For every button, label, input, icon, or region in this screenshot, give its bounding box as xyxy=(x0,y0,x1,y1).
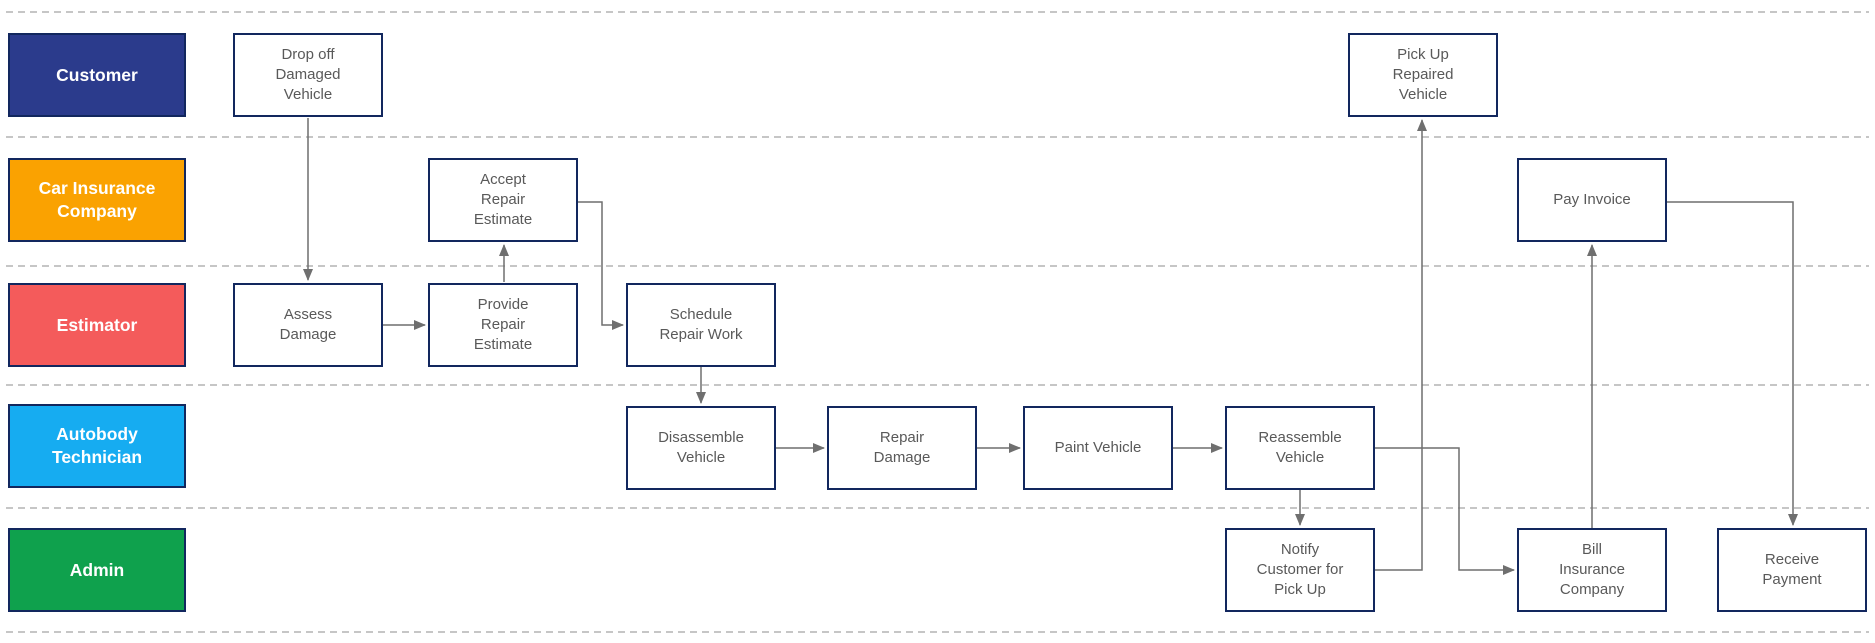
edge-pay-invoice-to-receive-payment xyxy=(1667,201,1798,526)
lane-label-autobody-technician-text: Autobody Technician xyxy=(51,424,143,467)
node-pick-up-repaired-vehicle: Pick Up Repaired Vehicle xyxy=(1348,33,1498,117)
edge-notify-customer-to-pick-up xyxy=(1375,119,1427,571)
node-paint-vehicle: Paint Vehicle xyxy=(1023,406,1173,490)
lane-label-car-insurance-company: Car Insurance Company xyxy=(8,158,186,242)
lane-label-admin: Admin xyxy=(8,528,186,612)
edge-accept-estimate-to-schedule-repair xyxy=(578,201,624,330)
lane-label-estimator-text: Estimator xyxy=(56,314,138,335)
lane-label-estimator: Estimator xyxy=(8,283,186,367)
node-assess-damage: Assess Damage xyxy=(233,283,383,367)
node-drop-off-damaged-vehicle: Drop off Damaged Vehicle xyxy=(233,33,383,117)
lane-label-autobody-technician: Autobody Technician xyxy=(8,404,186,488)
node-bill-insurance-company: Bill Insurance Company xyxy=(1517,528,1667,612)
node-assess-damage-label: Assess Damage xyxy=(279,306,337,343)
node-accept-repair-estimate: Accept Repair Estimate xyxy=(428,158,578,242)
node-pay-invoice-label: Pay Invoice xyxy=(1553,191,1631,208)
node-drop-off-damaged-vehicle-label: Drop off Damaged Vehicle xyxy=(275,46,341,103)
node-disassemble-vehicle: Disassemble Vehicle xyxy=(626,406,776,490)
node-disassemble-vehicle-label: Disassemble Vehicle xyxy=(658,429,744,466)
lane-label-car-insurance-company-text: Car Insurance Company xyxy=(38,178,156,221)
lane-label-customer: Customer xyxy=(8,33,186,117)
node-provide-repair-estimate-label: Provide Repair Estimate xyxy=(473,296,533,353)
node-paint-vehicle-label: Paint Vehicle xyxy=(1054,439,1142,456)
node-notify-customer-for-pick-up: Notify Customer for Pick Up xyxy=(1225,528,1375,612)
node-repair-damage-label: Repair Damage xyxy=(873,429,931,466)
node-pick-up-repaired-vehicle-label: Pick Up Repaired Vehicle xyxy=(1392,46,1454,103)
node-receive-payment: Receive Payment xyxy=(1717,528,1867,612)
node-provide-repair-estimate: Provide Repair Estimate xyxy=(428,283,578,367)
node-bill-insurance-company-label: Bill Insurance Company xyxy=(1559,541,1625,598)
node-pay-invoice: Pay Invoice xyxy=(1517,158,1667,242)
node-reassemble-vehicle-label: Reassemble Vehicle xyxy=(1258,429,1342,466)
node-repair-damage: Repair Damage xyxy=(827,406,977,490)
node-accept-repair-estimate-label: Accept Repair Estimate xyxy=(473,171,533,228)
edge-reassemble-to-bill-insurance xyxy=(1375,447,1515,575)
node-notify-customer-for-pick-up-label: Notify Customer for Pick Up xyxy=(1256,541,1344,598)
node-schedule-repair-work: Schedule Repair Work xyxy=(626,283,776,367)
node-schedule-repair-work-label: Schedule Repair Work xyxy=(659,306,743,343)
node-receive-payment-label: Receive Payment xyxy=(1762,551,1822,588)
lane-label-admin-text: Admin xyxy=(69,559,125,580)
lane-label-customer-text: Customer xyxy=(56,64,138,85)
node-reassemble-vehicle: Reassemble Vehicle xyxy=(1225,406,1375,490)
